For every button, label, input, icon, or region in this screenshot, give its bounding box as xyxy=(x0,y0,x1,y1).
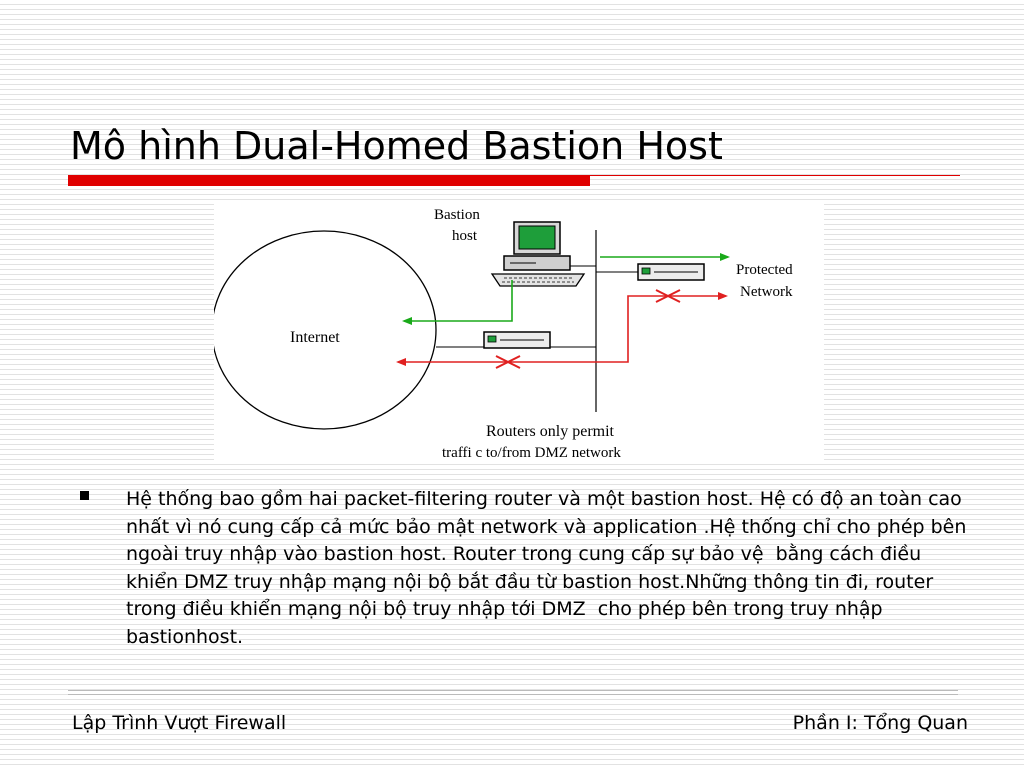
bullet-list: Hệ thống bao gồm hai packet-filtering ro… xyxy=(78,486,978,651)
bastion-host-label-line1: Bastion xyxy=(434,207,480,223)
bullet-text: Hệ thống bao gồm hai packet-filtering ro… xyxy=(126,488,973,648)
footer-divider xyxy=(68,694,958,695)
blocked-arrow-to-protected xyxy=(627,292,728,342)
bullet-square-icon xyxy=(80,491,89,500)
network-diagram: Internet Bastion host xyxy=(214,202,824,462)
protected-network-label-line1: Protected xyxy=(736,262,793,278)
blocked-x-icon xyxy=(655,289,681,303)
router-icon xyxy=(637,263,705,281)
footer-divider xyxy=(68,690,958,691)
list-item: Hệ thống bao gồm hai packet-filtering ro… xyxy=(78,486,978,651)
protected-network-label-line2: Network xyxy=(740,284,793,300)
footer-course-title: Lập Trình Vượt Firewall xyxy=(72,712,287,734)
router-icon xyxy=(483,331,551,349)
internet-ellipse xyxy=(214,230,437,430)
blocked-x-icon xyxy=(495,355,521,369)
diagram-caption-line2: traffi c to/from DMZ network xyxy=(442,445,621,461)
blocked-arrow-to-internet xyxy=(396,342,629,366)
title-underline-line xyxy=(590,175,960,176)
footer-section-title: Phần I: Tổng Quan xyxy=(792,712,968,734)
permit-arrow-to-internet xyxy=(402,280,513,325)
title-underline-bar xyxy=(68,175,590,186)
bastion-host-label-line2: host xyxy=(452,228,478,244)
computer-icon xyxy=(490,221,586,287)
slide-title: Mô hình Dual-Homed Bastion Host xyxy=(70,124,723,168)
network-diagram-svg: Internet Bastion host xyxy=(214,207,793,461)
internet-label: Internet xyxy=(290,329,340,346)
diagram-caption-line1: Routers only permit xyxy=(486,423,615,440)
